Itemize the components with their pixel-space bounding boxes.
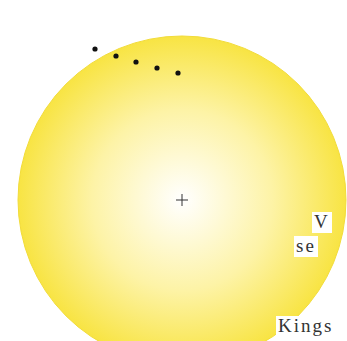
page-text-fragment: Kings xyxy=(276,316,335,337)
page-text-fragment: se xyxy=(294,236,318,257)
transit-dots xyxy=(92,46,180,75)
sun-disk xyxy=(18,36,346,341)
page-text-fragment: V xyxy=(312,212,332,233)
center-mark xyxy=(176,194,188,206)
